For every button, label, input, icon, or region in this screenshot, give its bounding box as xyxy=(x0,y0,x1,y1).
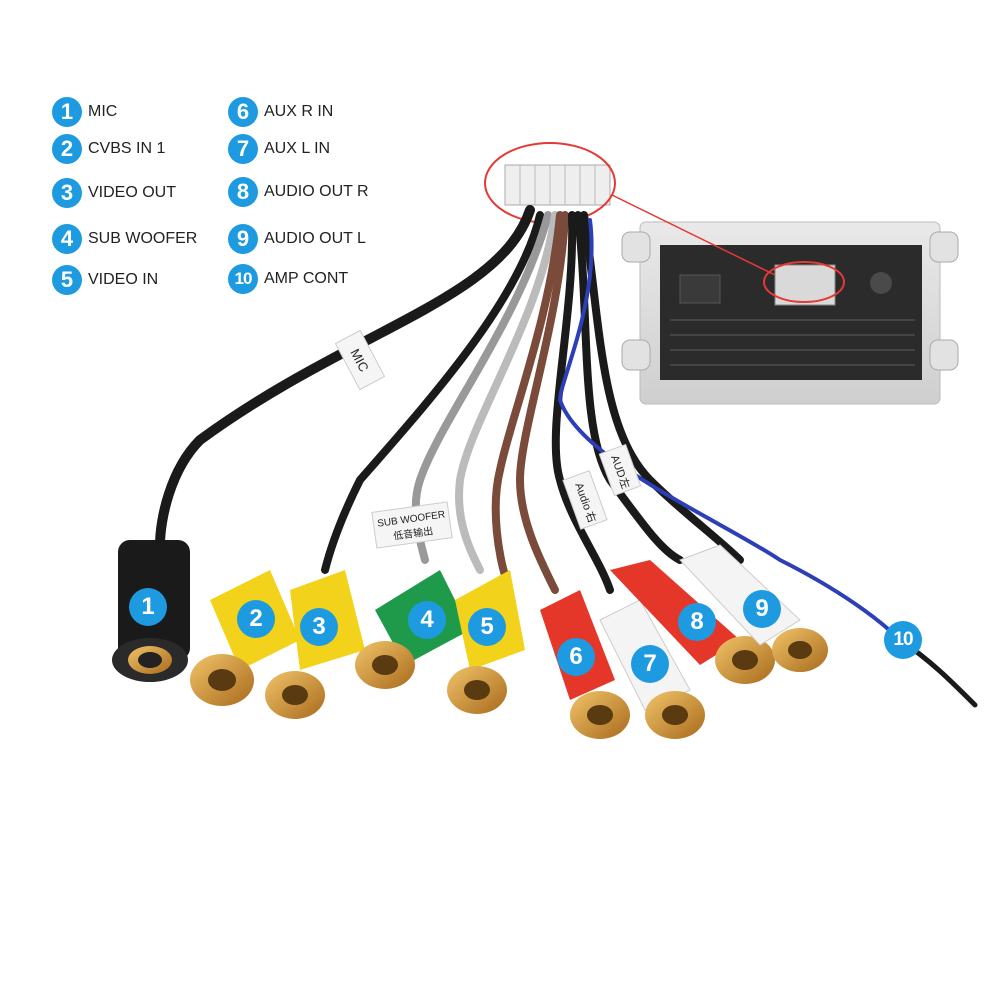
legend-label: AUX L IN xyxy=(264,140,331,157)
legend-item-6: 6 AUX R IN xyxy=(228,97,333,127)
legend-label: VIDEO IN xyxy=(88,271,159,288)
callout-line xyxy=(611,194,776,276)
marker-9: 9 xyxy=(743,590,781,628)
tag-audio: Audio 右 xyxy=(562,470,608,530)
svg-text:右: 右 xyxy=(583,509,600,524)
marker-4: 4 xyxy=(408,601,446,639)
legend-label: AUX R IN xyxy=(264,103,334,120)
legend-item-3: 3 VIDEO OUT xyxy=(52,178,176,208)
legend-item-1: 1 MIC xyxy=(52,97,117,127)
legend-badge: 1 xyxy=(52,97,82,127)
legend-label: AMP CONT xyxy=(264,270,349,287)
plug-8-red xyxy=(610,560,775,684)
legend-item-8: 8 AUDIO OUT R xyxy=(228,177,369,207)
legend-label: CVBS IN 1 xyxy=(88,140,166,157)
legend-badge: 9 xyxy=(228,224,258,254)
legend-item-10: 10 AMP CONT xyxy=(228,264,348,294)
legend-badge: 3 xyxy=(52,178,82,208)
legend-badge: 2 xyxy=(52,134,82,164)
legend-badge: 4 xyxy=(52,224,82,254)
connector-block xyxy=(484,142,776,276)
legend-badge: 10 xyxy=(228,264,258,294)
marker-1: 1 xyxy=(129,588,167,626)
svg-text:左: 左 xyxy=(616,476,632,491)
marker-5: 5 xyxy=(468,608,506,646)
marker-3: 3 xyxy=(300,608,338,646)
legend-badge: 7 xyxy=(228,134,258,164)
legend-label: VIDEO OUT xyxy=(88,184,177,201)
legend-badge: 5 xyxy=(52,265,82,295)
marker-7: 7 xyxy=(631,645,669,683)
tag-sub-woofer: SUB WOOFER 低音输出 xyxy=(371,501,453,549)
legend-label: AUDIO OUT R xyxy=(264,183,369,200)
legend-item-4: 4 SUB WOOFER xyxy=(52,224,197,254)
legend-badge: 8 xyxy=(228,177,258,207)
legend-label: SUB WOOFER xyxy=(88,230,198,247)
legend-label: AUDIO OUT L xyxy=(264,230,366,247)
legend-item-2: 2 CVBS IN 1 xyxy=(52,134,165,164)
marker-2: 2 xyxy=(237,600,275,638)
marker-10: 10 xyxy=(884,621,922,659)
legend-badge: 6 xyxy=(228,97,258,127)
legend-label: MIC xyxy=(88,103,118,120)
marker-6: 6 xyxy=(557,638,595,676)
legend-item-7: 7 AUX L IN xyxy=(228,134,330,164)
legend-item-5: 5 VIDEO IN xyxy=(52,265,158,295)
tag-aud: AUD 左 xyxy=(598,443,642,497)
marker-8: 8 xyxy=(678,603,716,641)
head-unit-back xyxy=(621,221,959,405)
legend-item-9: 9 AUDIO OUT L xyxy=(228,224,366,254)
tag-mic: MIC xyxy=(334,329,386,391)
